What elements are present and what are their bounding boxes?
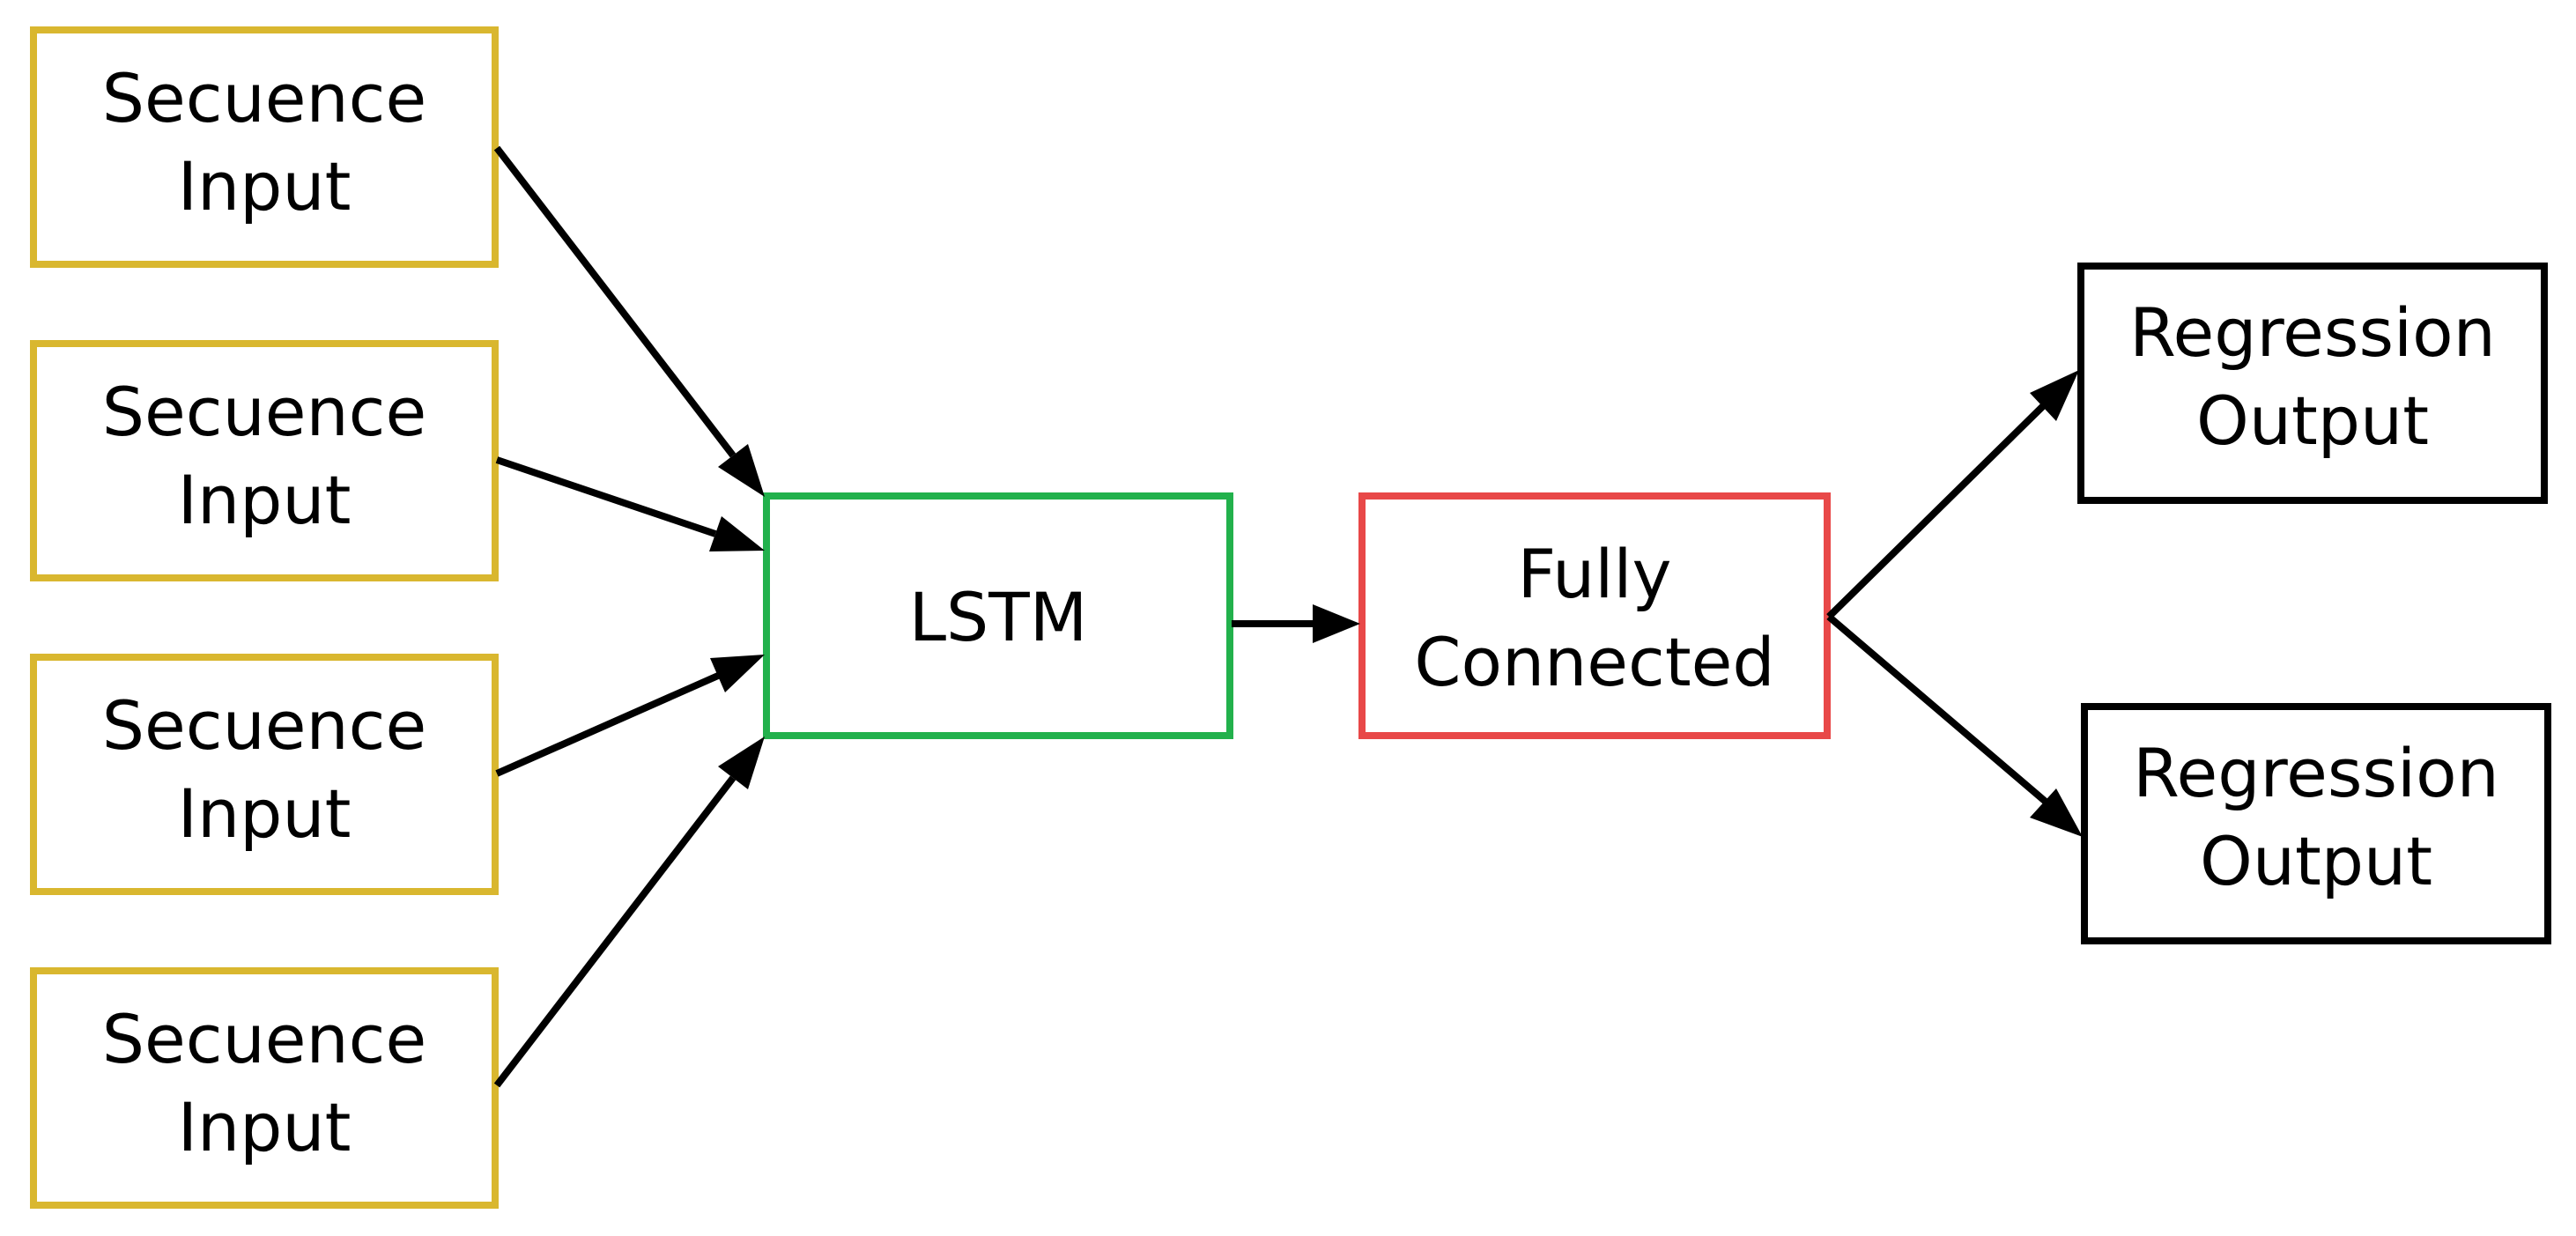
node-sequence-input-3: Secuence Input (30, 654, 499, 895)
node-label-line1: Regression (2133, 734, 2499, 812)
arrowhead-icon (1313, 604, 1360, 643)
node-label-line2: Input (178, 1088, 352, 1166)
node-box (30, 26, 499, 268)
arrowhead-icon (709, 516, 765, 551)
arrowhead-icon (2030, 370, 2079, 421)
node-label-line1: Secuence (102, 686, 426, 765)
node-label-line1: Secuence (102, 1000, 426, 1078)
arrow-line (493, 775, 737, 1088)
node-sequence-input-1: Secuence Input (30, 26, 499, 268)
node-box (30, 654, 499, 895)
node-regression-output-1: Regression Output (2077, 263, 2548, 504)
arrowhead-icon (718, 736, 765, 789)
edge-input-1-to-lstm (493, 145, 765, 497)
node-label: LSTM (909, 578, 1088, 656)
edge-input-3-to-lstm (495, 655, 765, 777)
arrow-line (495, 672, 720, 777)
node-label-line2: Output (2200, 822, 2432, 900)
node-label-line2: Input (178, 147, 352, 226)
node-label-line1: Fully (1518, 535, 1672, 613)
node-label-line2: Connected (1414, 623, 1774, 701)
edge-fully-connected-to-output-1 (1826, 370, 2079, 619)
node-sequence-input-4: Secuence Input (30, 967, 499, 1209)
node-label-line1: Secuence (102, 373, 426, 451)
node-box (30, 340, 499, 581)
arrow-line (1826, 403, 2047, 619)
node-label-line1: Regression (2129, 293, 2496, 372)
node-box (763, 492, 1233, 739)
edge-input-4-to-lstm (493, 736, 765, 1088)
arrowhead-icon (710, 655, 765, 692)
node-box (30, 967, 499, 1209)
node-sequence-input-2: Secuence Input (30, 340, 499, 581)
arrow-line (1826, 613, 2048, 805)
arrowhead-icon (2030, 788, 2083, 837)
arrow-line (495, 456, 717, 537)
edge-lstm-to-fully-connected (1232, 604, 1360, 643)
node-box (2081, 703, 2551, 944)
node-lstm: LSTM (763, 492, 1233, 739)
node-regression-output-2: Regression Output (2081, 703, 2551, 944)
node-label-line2: Input (178, 461, 352, 539)
node-fully-connected: Fully Connected (1358, 492, 1831, 739)
node-label-line1: Secuence (102, 59, 426, 137)
arrow-line (493, 145, 737, 458)
node-label-line2: Output (2196, 381, 2429, 460)
arrowhead-icon (718, 444, 765, 497)
edge-fully-connected-to-output-2 (1826, 613, 2083, 837)
edge-input-2-to-lstm (495, 456, 765, 551)
node-box (2077, 263, 2548, 504)
node-label-line2: Input (178, 774, 352, 853)
node-box (1358, 492, 1831, 739)
